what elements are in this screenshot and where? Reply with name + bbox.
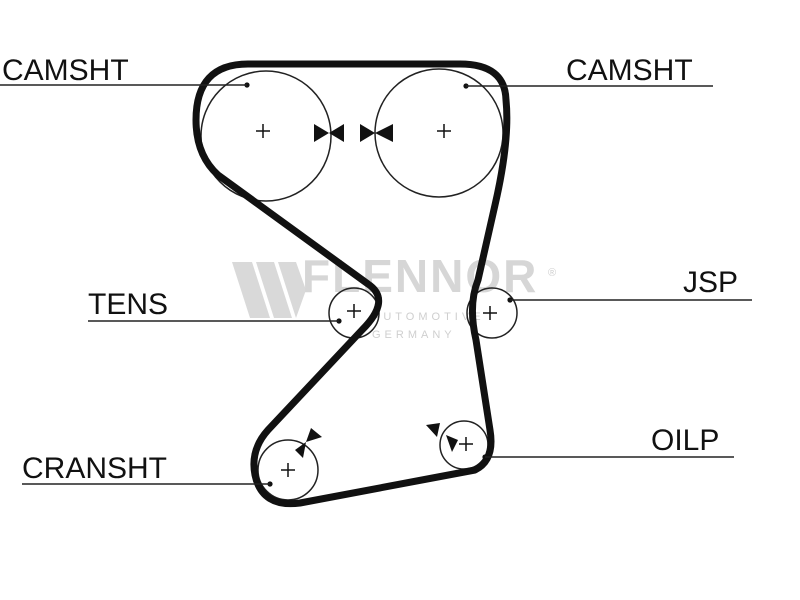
- camshaft-left-center-icon: [256, 124, 270, 138]
- label-camshaft-left: CAMSHT: [2, 54, 129, 87]
- watermark-brand: FLENNOR: [302, 250, 538, 302]
- camshaft-right-pulley: [374, 68, 504, 198]
- watermark-logo-icon: [232, 262, 306, 318]
- oil-pump-timing-mark-icon: [426, 423, 458, 452]
- camshaft-left-pulley: [200, 70, 332, 202]
- brand-watermark: FLENNOR ® AUTOMOTIVE GERMANY: [232, 250, 560, 341]
- watermark-line2: GERMANY: [372, 329, 456, 341]
- label-crankshaft: CRANSHT: [22, 452, 167, 485]
- oil-pump-center-icon: [459, 437, 473, 451]
- label-jsp: JSP: [683, 266, 738, 299]
- camshaft-right-center-icon: [437, 124, 451, 138]
- crankshaft-timing-mark-icon: [295, 428, 322, 458]
- crankshaft-center-icon: [281, 463, 295, 477]
- timing-belt: [192, 60, 511, 508]
- watermark-line1: AUTOMOTIVE: [372, 311, 485, 323]
- camshaft-left-timing-mark-icon: [314, 124, 344, 142]
- watermark-registered: ®: [548, 267, 560, 279]
- label-oil-pump: OILP: [651, 424, 719, 457]
- camshaft-right-timing-mark-icon: [360, 124, 393, 142]
- jsp-center-icon: [483, 306, 497, 320]
- crankshaft-pulley: [257, 439, 319, 501]
- tensioner-center-icon: [347, 304, 361, 318]
- label-tensioner: TENS: [88, 288, 168, 321]
- jsp-pulley: [466, 287, 518, 339]
- label-camshaft-right: CAMSHT: [566, 54, 693, 87]
